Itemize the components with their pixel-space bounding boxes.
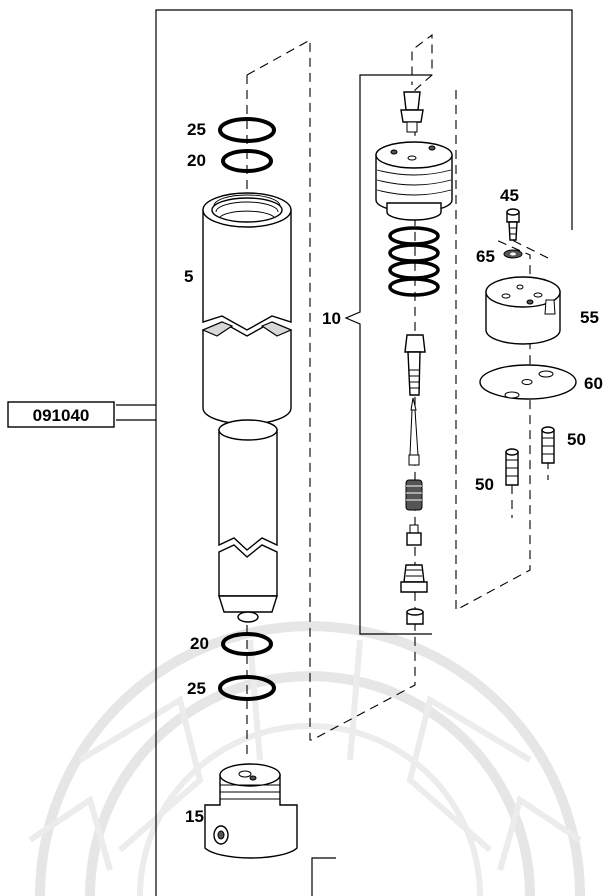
callout-5: 5 [184,267,193,286]
assembly-number: 091040 [33,406,90,425]
o-ring-20-top [221,149,273,173]
assembly-frame [116,9,573,896]
callout-25-bottom: 25 [187,679,206,698]
callout-65: 65 [476,247,495,266]
inner-cartridge [218,419,278,623]
item-10-bracket [344,74,432,635]
manifold-block-55 [485,276,561,345]
watermark-seal [28,621,585,896]
callout-60: 60 [584,374,603,393]
valve-assembly-10 [375,91,453,625]
washer-65 [503,249,523,259]
callout-20-top: 20 [187,151,206,170]
bottom-leader [311,857,336,896]
o-ring-25-bottom [218,675,276,701]
valve-spring [388,226,440,297]
plate-60 [479,364,577,400]
end-cap-15 [204,763,298,859]
fitting-45 [506,208,520,241]
o-ring-25-top [218,117,276,143]
callout-50-right: 50 [567,430,586,449]
callout-25-top: 25 [187,120,206,139]
assembly-number-box: 091040 [7,401,115,428]
o-ring-20-bottom [221,632,273,656]
callout-55: 55 [580,308,599,327]
standoff-50-right [541,426,555,464]
callout-10: 10 [322,309,341,328]
callout-45: 45 [500,186,519,205]
callout-15: 15 [185,807,204,826]
callout-50-left: 50 [475,475,494,494]
callout-20-bottom: 20 [190,634,209,653]
standoff-50-left [505,448,519,486]
sleeve-5 [201,192,293,425]
